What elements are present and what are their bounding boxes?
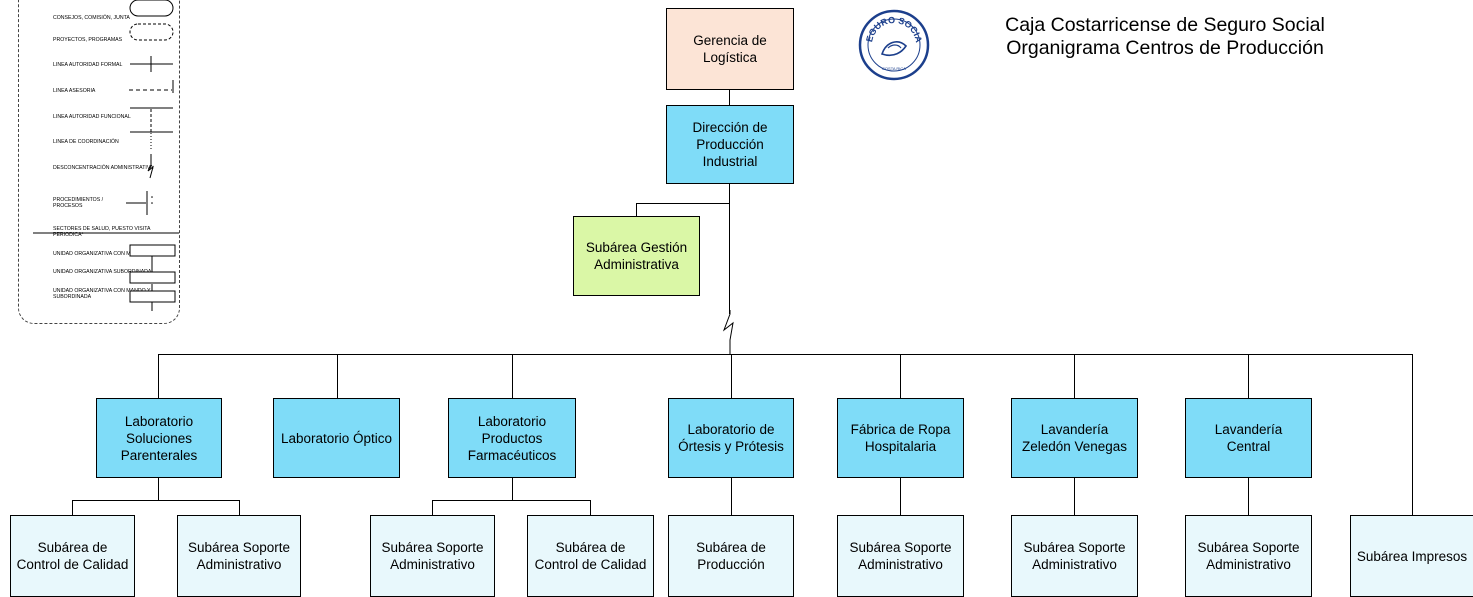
box-line-down-icon: [129, 244, 176, 266]
connector-line: [731, 354, 732, 398]
ccss-seal-icon: SEGURO SOCIAL COSTA RICA: [858, 8, 930, 81]
dashed-rounded-box-icon: [129, 23, 174, 41]
legend-label: PROYECTOS, PROGRAMAS: [53, 37, 123, 43]
connector-line: [729, 184, 730, 314]
connector-line: [239, 500, 240, 515]
connector-line: [432, 500, 590, 501]
connector-line: [512, 478, 513, 500]
connector-line: [72, 500, 240, 501]
connector-line: [337, 354, 338, 398]
legend-label: LINEA DE COORDINACIÓN: [53, 139, 119, 145]
legend-label: LINEA AUTORIDAD FUNCIONAL: [53, 114, 131, 120]
dotted-vertical-icon: [130, 131, 173, 151]
org-box-subarea[interactable]: Subárea de Control de Calidad: [527, 515, 654, 597]
tee-dots-icon: [126, 191, 153, 215]
org-box-unit[interactable]: Laboratorio de Órtesis y Prótesis: [668, 398, 794, 478]
connector-line: [1248, 354, 1249, 398]
org-box-gestion[interactable]: Subárea Gestión Administrativa: [573, 216, 700, 296]
org-box-subarea[interactable]: Subárea de Control de Calidad: [10, 515, 135, 597]
org-box-subarea[interactable]: Subárea Soporte Administrativo: [837, 515, 964, 597]
legend-label: SECTORES DE SALUD, PUESTO VISITA PERIODI…: [53, 226, 151, 239]
connector-line: [590, 500, 591, 515]
org-box-subarea[interactable]: Subárea de Producción: [668, 515, 794, 597]
connector-line: [900, 354, 901, 398]
org-box-unit[interactable]: Laboratorio Productos Farmacéuticos: [448, 398, 576, 478]
org-box-subarea[interactable]: Subárea Soporte Administrativo: [177, 515, 301, 597]
org-box-unit[interactable]: Fábrica de Ropa Hospitalaria: [837, 398, 964, 478]
connector-line: [636, 203, 637, 216]
org-box-subarea[interactable]: Subárea Soporte Administrativo: [1011, 515, 1138, 597]
org-box-gerencia[interactable]: Gerencia de Logística: [666, 8, 794, 90]
connector-line: [1412, 354, 1413, 515]
org-box-unit[interactable]: Lavandería Central: [1185, 398, 1312, 478]
box-line-up-icon: [129, 264, 176, 284]
legend-label: LINEA ASESORIA: [53, 88, 96, 94]
rounded-box-icon: [129, 0, 174, 17]
legend-panel: CONSEJOS, COMISIÓN, JUNTA PROYECTOS, PRO…: [18, 0, 180, 324]
connector-line: [731, 478, 732, 515]
lightning-connector-icon: [722, 310, 734, 355]
lightning-line-icon: [147, 154, 154, 179]
page-title: Caja Costarricense de Seguro Social Orga…: [1005, 14, 1325, 59]
legend-label: DESCONCENTRACIÓN ADMINISTRATIVA: [53, 165, 154, 171]
dashed-line-icon: [129, 80, 174, 93]
connector-line: [1074, 354, 1075, 398]
org-box-unit[interactable]: Lavandería Zeledón Venegas: [1011, 398, 1138, 478]
connector-line: [1074, 478, 1075, 515]
legend-symbols: [33, 0, 179, 311]
connector-line: [158, 354, 1412, 355]
connector-line: [158, 354, 159, 398]
connector-line: [1248, 478, 1249, 515]
connector-line: [512, 354, 513, 398]
connector-line: [432, 500, 433, 515]
seal-bottom-text: COSTA RICA: [882, 66, 906, 71]
legend-label: CONSEJOS, COMISIÓN, JUNTA: [53, 15, 130, 21]
box-line-both-icon: [129, 284, 176, 311]
org-box-unit[interactable]: Laboratorio Óptico: [273, 398, 400, 478]
solid-line-icon: [130, 56, 173, 72]
connector-line: [900, 478, 901, 515]
connector-line: [636, 203, 730, 204]
legend-label: PROCEDIMIENTOS / PROCESOS: [53, 197, 104, 210]
legend-label: LINEA AUTORIDAD FORMAL: [53, 62, 123, 68]
dashed-vertical-icon: [130, 107, 173, 132]
connector-line: [72, 500, 73, 515]
org-box-subarea[interactable]: Subárea Soporte Administrativo: [370, 515, 495, 597]
org-box-unit[interactable]: Laboratorio Soluciones Parenterales: [96, 398, 222, 478]
connector-line: [729, 90, 730, 105]
connector-line: [158, 478, 159, 500]
org-box-direccion[interactable]: Dirección de Producción Industrial: [666, 105, 794, 184]
org-box-subarea[interactable]: Subárea Soporte Administrativo: [1185, 515, 1312, 597]
org-box-subarea[interactable]: Subárea Impresos: [1350, 515, 1473, 597]
